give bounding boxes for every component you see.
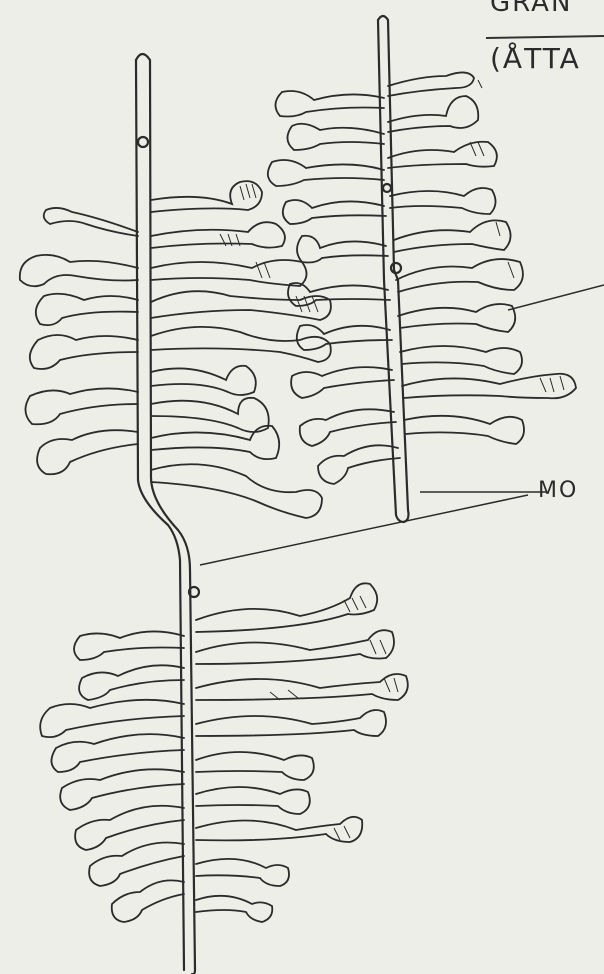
left-main-stem [136,54,199,974]
title-line-1: GRAN [490,0,572,18]
mo-label: MO [538,478,578,503]
title-underline [486,36,604,38]
left-upper-fibers [20,181,331,518]
right-stem-fibers [268,72,576,484]
title-line-2: (ÅTTA [490,42,581,75]
lower-fibers [40,583,408,922]
